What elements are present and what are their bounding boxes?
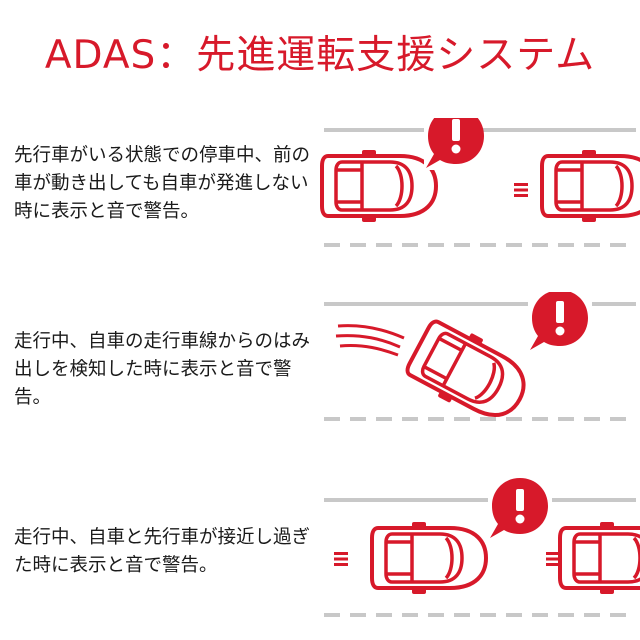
feature-row-lane-departure: 走行中、自車の走行車線からのはみ出しを検知した時に表示と音で警告。	[0, 292, 640, 452]
feature-row-forward-collision: 走行中、自車と先行車が接近し過ぎた時に表示と音で警告。	[0, 478, 640, 638]
car-departure-alert-icon	[320, 118, 640, 278]
feature-description: 先行車がいる状態での停車中、前の車が動き出しても自車が発進しない時に表示と音で警…	[14, 145, 311, 222]
feature-description: 走行中、自車の走行車線からのはみ出しを検知した時に表示と音で警告。	[14, 331, 311, 408]
lane-departure-alert-icon	[320, 292, 640, 452]
page-title: ADAS：先進運転支援システム	[44, 33, 596, 78]
feature-row-departure-alert: 先行車がいる状態での停車中、前の車が動き出しても自車が発進しない時に表示と音で警…	[0, 118, 640, 278]
feature-description: 走行中、自車と先行車が接近し過ぎた時に表示と音で警告。	[14, 527, 311, 576]
forward-collision-alert-icon	[320, 478, 640, 638]
